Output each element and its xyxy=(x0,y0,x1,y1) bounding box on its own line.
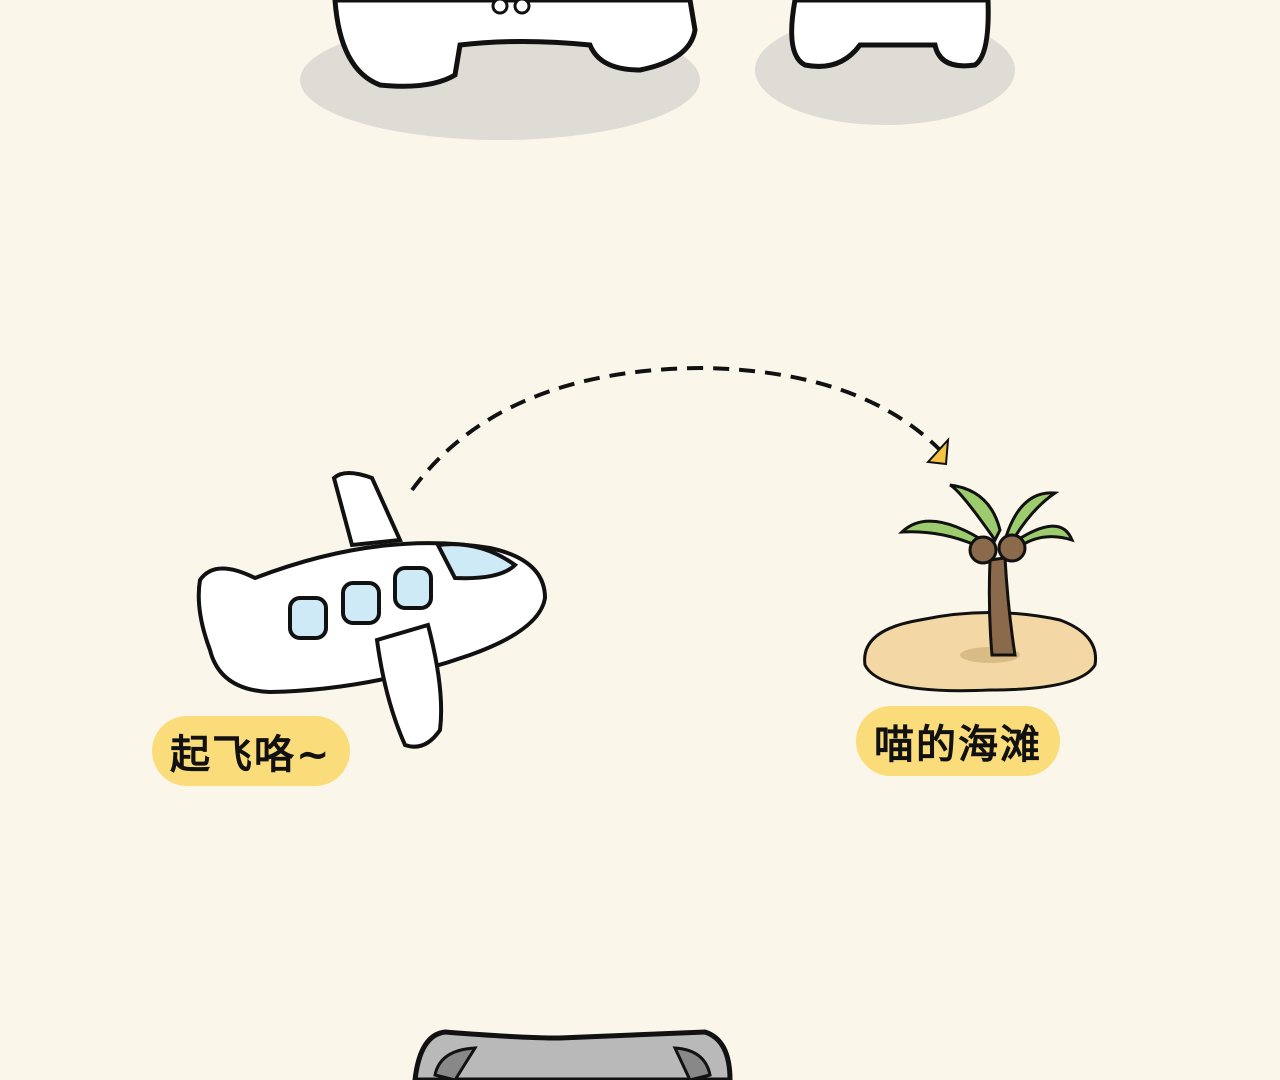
gray-cat-head xyxy=(412,1029,733,1080)
arrow-head-icon xyxy=(925,437,950,466)
white-cat-left xyxy=(332,0,698,89)
palm-island xyxy=(863,483,1098,693)
airplane xyxy=(196,471,548,749)
beach-caption: 喵的海滩 xyxy=(856,706,1060,776)
flight-path xyxy=(410,365,942,492)
takeoff-caption: 起飞咯~ xyxy=(152,716,350,786)
white-cat-right xyxy=(789,0,991,69)
